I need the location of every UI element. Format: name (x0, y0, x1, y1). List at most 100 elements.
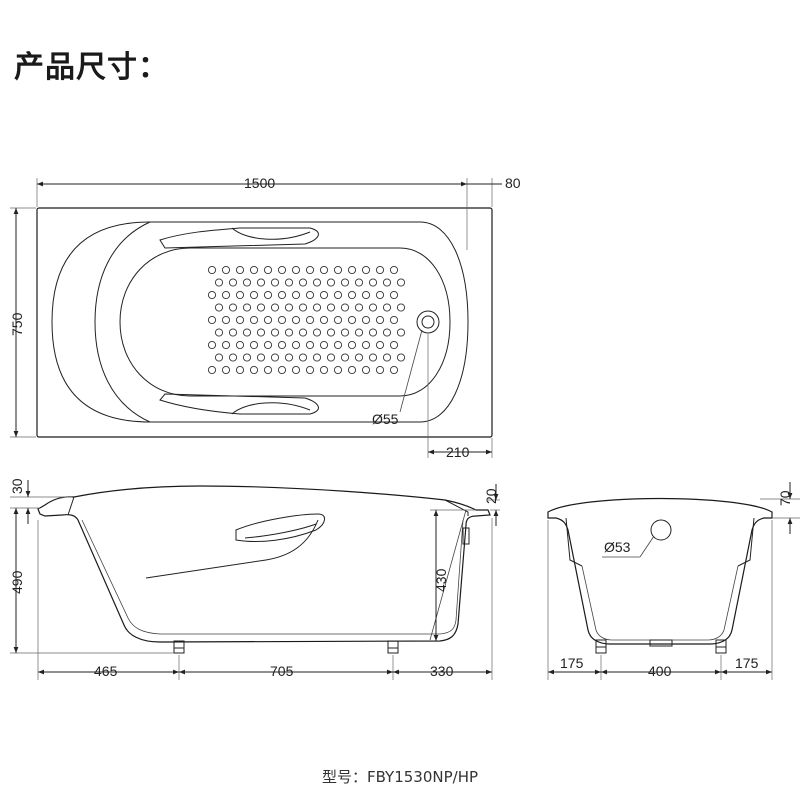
anti-slip-dot (284, 303, 294, 312)
model-number: 型号：FBY1530NP/HP (321, 768, 479, 786)
anti-slip-dot (256, 353, 266, 362)
anti-slip-dot (270, 303, 280, 312)
anti-slip-dot (235, 265, 245, 275)
length-label: 1500 (244, 175, 275, 191)
tub-outline-end (547, 497, 773, 645)
anti-slip-dot (263, 290, 273, 300)
anti-slip-dot (214, 278, 224, 287)
anti-slip-dot (368, 278, 378, 287)
anti-slip-dot (312, 278, 322, 287)
anti-slip-dot (249, 365, 259, 375)
anti-slip-dot (319, 315, 329, 325)
anti-slip-dot (263, 265, 273, 275)
end-leg-left-label: 175 (560, 655, 584, 671)
anti-slip-dot (326, 278, 336, 287)
leg-right (387, 640, 399, 654)
anti-slip-dot (256, 328, 266, 337)
top-view: Ø55 1500 80 750 210 (9, 175, 521, 460)
anti-slip-dot (333, 365, 343, 375)
anti-slip-dot (270, 353, 280, 362)
anti-slip-dot (333, 340, 343, 350)
anti-slip-dot (249, 265, 259, 275)
anti-slip-dot (361, 340, 371, 350)
anti-slip-dot (326, 303, 336, 312)
anti-slip-dot (361, 315, 371, 325)
anti-slip-dot (389, 290, 399, 300)
anti-slip-dot (382, 278, 392, 287)
anti-slip-dot (375, 340, 385, 350)
anti-slip-dot (249, 315, 259, 325)
anti-slip-dot (354, 328, 364, 337)
anti-slip-dot (249, 290, 259, 300)
rim-right-label: 20 (483, 488, 499, 504)
anti-slip-dot (221, 265, 231, 275)
anti-slip-dot (221, 290, 231, 300)
anti-slip-dot (333, 315, 343, 325)
anti-slip-dot (270, 278, 280, 287)
anti-slip-dot (375, 365, 385, 375)
anti-slip-dot (361, 290, 371, 300)
anti-slip-dot (368, 353, 378, 362)
rim-top-label: 30 (9, 478, 25, 494)
end-leg-right-label: 175 (735, 655, 759, 671)
anti-slip-dot (361, 265, 371, 275)
anti-slip-dot (305, 365, 315, 375)
anti-slip-dot (382, 353, 392, 362)
anti-slip-dot (389, 315, 399, 325)
anti-slip-dot (312, 328, 322, 337)
end-leg-span-label: 400 (648, 663, 672, 679)
anti-slip-dot (263, 315, 273, 325)
anti-slip-dot (207, 315, 217, 325)
leg-right-offset-label: 330 (430, 663, 454, 679)
anti-slip-dot (207, 365, 217, 375)
anti-slip-dot (333, 265, 343, 275)
page-title: 产品尺寸： (14, 50, 169, 85)
anti-slip-dot (319, 265, 329, 275)
anti-slip-dot (228, 278, 238, 287)
anti-slip-dot (298, 303, 308, 312)
anti-slip-dot (319, 340, 329, 350)
anti-slip-dot (284, 328, 294, 337)
anti-slip-dot (361, 365, 371, 375)
anti-slip-dot (340, 328, 350, 337)
overflow-diameter-label: Ø53 (604, 539, 631, 555)
anti-slip-dot (221, 315, 231, 325)
anti-slip-dot (263, 365, 273, 375)
anti-slip-dot (333, 290, 343, 300)
anti-slip-dot (221, 340, 231, 350)
anti-slip-dot (207, 340, 217, 350)
anti-slip-dot (207, 290, 217, 300)
anti-slip-dot (347, 365, 357, 375)
anti-slip-dot (270, 328, 280, 337)
anti-slip-dot (312, 303, 322, 312)
anti-slip-dot (214, 353, 224, 362)
anti-slip-dot (221, 365, 231, 375)
anti-slip-dot (256, 303, 266, 312)
side-view: 30 490 430 20 465 705 330 (9, 478, 500, 680)
anti-slip-dot (389, 265, 399, 275)
anti-slip-dot (228, 303, 238, 312)
anti-slip-dot (347, 290, 357, 300)
leg-span-label: 705 (270, 663, 294, 679)
anti-slip-dot (291, 315, 301, 325)
basin-floor (119, 247, 451, 397)
anti-slip-dot (396, 278, 406, 287)
anti-slip-dot (340, 353, 350, 362)
drain-diameter-label: Ø55 (372, 411, 399, 427)
anti-slip-dot (368, 328, 378, 337)
anti-slip-dot (277, 340, 287, 350)
anti-slip-dot (291, 265, 301, 275)
anti-slip-dot (396, 303, 406, 312)
anti-slip-dot (396, 328, 406, 337)
anti-slip-dot (354, 278, 364, 287)
anti-slip-dot (347, 340, 357, 350)
anti-slip-dot (305, 315, 315, 325)
leg-left-offset-label: 465 (94, 663, 118, 679)
anti-slip-dot (347, 265, 357, 275)
anti-slip-dot (312, 353, 322, 362)
leg-left (173, 640, 185, 654)
anti-slip-dot (249, 340, 259, 350)
anti-slip-dots (207, 265, 406, 375)
anti-slip-dot (228, 353, 238, 362)
anti-slip-dot (375, 290, 385, 300)
